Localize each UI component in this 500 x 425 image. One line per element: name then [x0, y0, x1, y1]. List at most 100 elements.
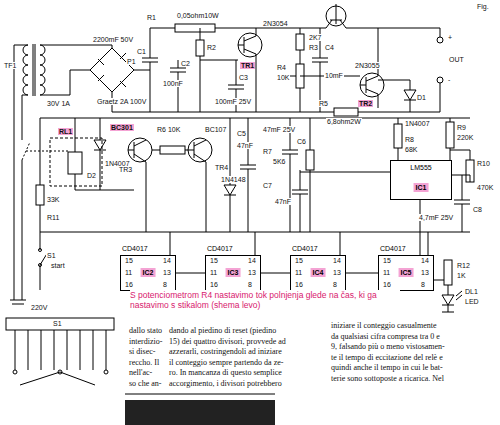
part-label: C1 — [136, 48, 147, 55]
rotary-switch — [6, 318, 114, 385]
resistor-symbol — [196, 40, 204, 56]
part-label: 6,8ohm2W — [326, 118, 362, 125]
diode-symbol — [224, 185, 236, 195]
part-label: BC107 — [204, 126, 227, 133]
part-label: R10 — [476, 160, 491, 167]
wire-connector — [176, 273, 205, 274]
wire — [170, 200, 428, 255]
part-label: 68K — [404, 146, 418, 153]
body-text: dando al piedino di reset (piedino — [168, 327, 277, 335]
part-label: 47nF — [236, 142, 254, 149]
rotary-switch — [6, 318, 114, 330]
wire — [14, 4, 470, 312]
part-label: P1 — [126, 58, 137, 65]
part-label: R2 — [206, 44, 217, 51]
transformer-symbol — [33, 44, 35, 96]
part-label: TR1 — [240, 62, 255, 69]
part-label: R12 — [456, 262, 471, 269]
body-text: te il tempo di eccitazione del relè e — [330, 354, 444, 362]
resistor-symbol — [306, 150, 314, 170]
relay-symbol — [22, 142, 68, 160]
part-label: C5 — [236, 130, 247, 137]
wire — [112, 28, 440, 112]
body-text: accorgimento, i divisori potrebbero — [168, 380, 283, 388]
part-label: 30V 1A — [46, 100, 71, 107]
part-label: 2200mF 50V — [92, 36, 134, 43]
plug-symbol — [10, 300, 26, 304]
resistor-symbol — [160, 146, 185, 154]
part-label: 2K7 — [308, 34, 322, 41]
wire — [248, 118, 310, 232]
relay-symbol — [50, 138, 102, 186]
transformer-symbol — [23, 45, 28, 95]
part-label: R11 — [46, 214, 60, 221]
part-label: 0,05ohm10W — [176, 12, 220, 19]
part-label: 100nF — [162, 80, 184, 87]
pin-number: 8 — [247, 281, 253, 288]
pin-number: 13 — [247, 269, 257, 276]
pin-number: 11 — [209, 269, 218, 276]
plug-symbol — [10, 300, 26, 304]
capacitor-symbol — [142, 58, 470, 204]
part-label: TR3 — [118, 166, 133, 173]
part-label: DL1 — [464, 288, 479, 295]
rotary-switch — [13, 370, 17, 374]
part-label: 220K — [456, 134, 474, 141]
part-label: TR2 — [358, 100, 373, 107]
transistor-symbol — [326, 20, 346, 28]
page-rule — [125, 394, 275, 425]
pin-number: 8 — [332, 281, 338, 288]
pin-number: 13 — [420, 269, 430, 276]
part-label: C7 — [262, 182, 273, 189]
part-label: R1 — [146, 14, 157, 21]
bridge-rectifier — [90, 48, 134, 92]
body-text: so che an- — [128, 380, 162, 388]
part-label: R6 10K — [156, 126, 181, 133]
part-label: 47mF 25V — [262, 126, 296, 133]
part-label: 1N4007 — [404, 120, 431, 127]
bridge-rectifier — [98, 53, 126, 87]
wire — [230, 118, 390, 232]
part-label: C8 — [472, 206, 483, 213]
transistor-symbol — [128, 138, 152, 162]
wire — [146, 150, 206, 232]
part-label: BC301 — [110, 124, 134, 131]
part-label: 4,7mF 25V — [418, 214, 454, 221]
resistor-symbol — [444, 260, 452, 285]
wire — [434, 260, 454, 312]
wire-connector — [346, 273, 378, 274]
pin-number: 15 — [382, 257, 392, 264]
body-text: ro. In mancanza di questo semplice — [168, 369, 283, 377]
resistor-symbol — [296, 34, 304, 50]
rotary-switch — [58, 370, 62, 374]
ic-number: IC5 — [399, 268, 414, 277]
pin-number: 8 — [162, 281, 168, 288]
part-label: R5 — [318, 100, 329, 107]
page-rule — [125, 394, 275, 395]
part-label: 220V — [30, 304, 48, 311]
rotary-switch — [15, 330, 106, 385]
body-text: 9, falsando più o meno vistosamen- — [330, 343, 446, 351]
pin-number: 11 — [124, 269, 133, 276]
ic-number: IC4 — [311, 268, 326, 277]
body-text: azzerarli, costringendoli ad iniziare — [168, 348, 283, 356]
body-text: da qualsiasi cifra compresa tra 0 e — [330, 333, 441, 341]
diode-symbol — [442, 291, 462, 305]
pin-number: 14 — [420, 257, 430, 264]
ic-number: IC3 — [226, 268, 241, 277]
transistor-symbol — [128, 140, 146, 162]
resistor-symbol — [296, 64, 304, 88]
body-text: terie sono sottoposte a ricarica. Nel — [330, 375, 445, 383]
part-label: S1 — [46, 252, 57, 259]
part-label: 2N3054 — [262, 20, 289, 27]
part-label: OUT — [448, 56, 465, 63]
part-label: 2N3055 — [354, 62, 381, 69]
terminal — [437, 37, 443, 43]
body-text: 15) dei quattro divisori, provvede ad — [168, 338, 287, 346]
part-label: S1 — [52, 320, 63, 327]
transistor-symbol — [238, 36, 256, 54]
pin-number: 14 — [162, 257, 172, 264]
pin-number: 16 — [294, 281, 304, 288]
part-label: - — [447, 76, 451, 83]
